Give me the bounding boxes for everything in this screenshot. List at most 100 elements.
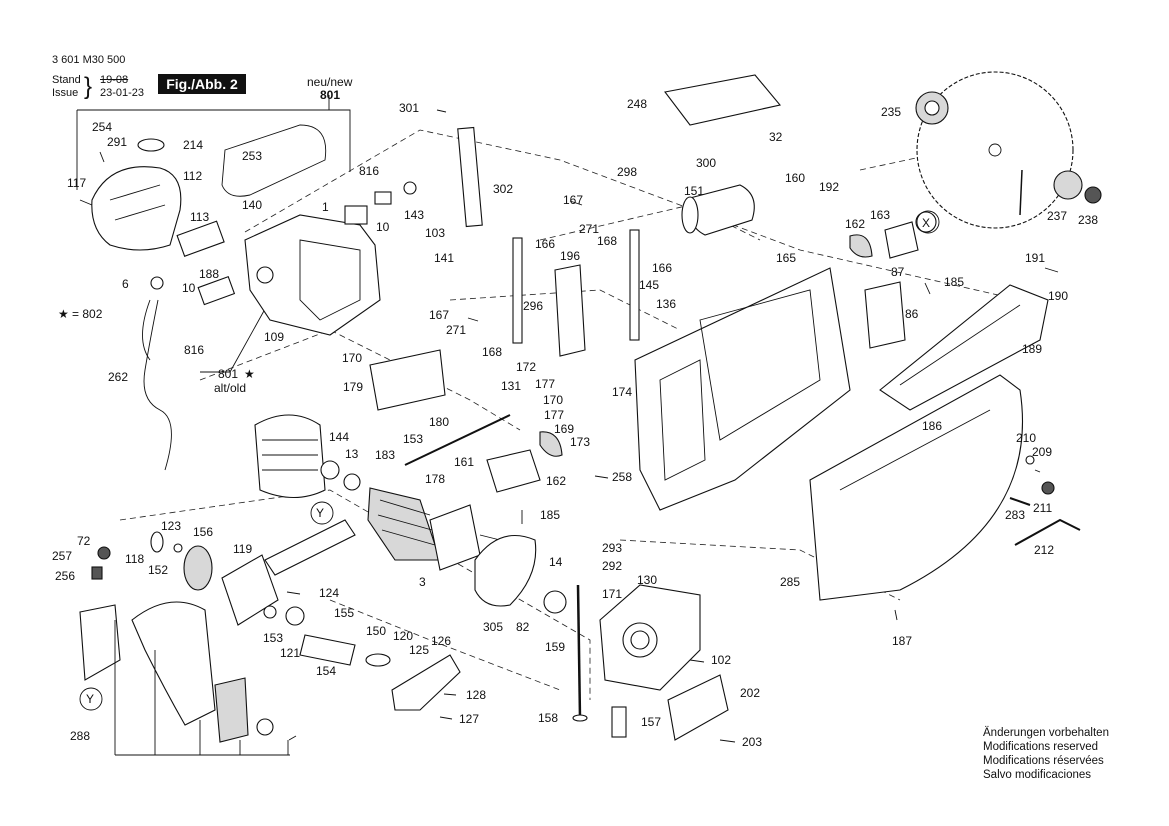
part-label: 112 [183, 169, 202, 183]
part-label: 196 [560, 249, 580, 263]
part-label: 6 [122, 277, 129, 291]
part-label: 183 [375, 448, 395, 462]
part-label: 212 [1034, 543, 1054, 557]
part-label: 169 [554, 422, 574, 436]
part-label: 125 [409, 643, 429, 657]
part-label: 3 [419, 575, 426, 589]
part-label: 117 [67, 176, 86, 190]
part-label: 82 [516, 620, 530, 634]
part-label: 174 [612, 385, 632, 399]
part-label: 285 [780, 575, 800, 589]
part-label: 72 [77, 534, 91, 548]
note-line-fr: Modifications réservées [983, 755, 1104, 767]
lever-arm [457, 126, 483, 228]
part-label: 131 [501, 379, 521, 393]
marker-y-bottom [79, 687, 103, 711]
part-label: 103 [425, 226, 445, 240]
part-label: 123 [161, 519, 181, 533]
main-housing [634, 267, 851, 511]
part-label: 300 [696, 156, 716, 170]
part-label: 298 [617, 165, 637, 179]
part-label: 159 [545, 640, 565, 654]
clamp [539, 431, 563, 457]
part-label: X [922, 216, 930, 230]
rod [404, 414, 511, 466]
part-label: 136 [656, 297, 676, 311]
saw-blade [916, 71, 1074, 229]
power-cable [143, 299, 172, 471]
part-label: 170 [543, 393, 563, 407]
part-label: 160 [785, 171, 805, 185]
star-legend-text: = 802 [72, 307, 103, 321]
part-label: 1 [322, 200, 329, 214]
issue-label: Issue [52, 87, 79, 99]
note-line-en: Modifications reserved [983, 741, 1099, 753]
motor-housing [244, 214, 381, 336]
part-label: 190 [1048, 289, 1068, 303]
part-label: 302 [493, 182, 513, 196]
part-label: 13 [345, 447, 359, 461]
old-label: alt/old [214, 381, 246, 395]
part-label: 170 [342, 351, 362, 365]
part-label: 291 [107, 135, 127, 149]
riving-knife-guard [664, 74, 782, 126]
part-label: Y [316, 506, 324, 520]
part-label: 257 [52, 549, 72, 563]
part-label: 128 [466, 688, 486, 702]
guide-rail-right [629, 229, 640, 341]
part-label: 185 [944, 275, 964, 289]
side-housing [221, 554, 279, 626]
part-label: 192 [819, 180, 839, 194]
lower-guard [131, 601, 216, 726]
part-label: 127 [459, 712, 479, 726]
issue-date: 23-01-23 [100, 87, 145, 99]
part-label: 161 [454, 455, 474, 469]
brace-glyph: } [84, 73, 93, 100]
base-plate [667, 674, 729, 741]
part-label: 140 [242, 198, 262, 212]
part-label: 271 [579, 222, 599, 236]
part-label: 152 [148, 563, 168, 577]
spindle [299, 634, 356, 666]
part-label: 130 [637, 573, 657, 587]
document-number: 3 601 M30 500 [52, 54, 126, 66]
part-label: 188 [199, 267, 219, 281]
part-label: 187 [892, 634, 912, 648]
part-label: 254 [92, 120, 112, 134]
motor-cover [91, 166, 182, 251]
part-label: 258 [612, 470, 632, 484]
flange-inner [1053, 170, 1083, 200]
part-label: 168 [482, 345, 502, 359]
part-label: 816 [184, 343, 204, 357]
part-label: 167 [429, 308, 449, 322]
marker-y-top [310, 501, 334, 525]
part-label: 109 [264, 330, 284, 344]
part-label: 120 [393, 629, 413, 643]
part-label: 166 [535, 237, 555, 251]
dust-chute [879, 284, 1049, 411]
block-163 [884, 221, 919, 259]
shaft-lock [391, 654, 461, 711]
part-label: 172 [516, 360, 536, 374]
bracket-801-new: neu/new 801 [76, 75, 353, 190]
star-icon: ★ [58, 307, 69, 321]
part-label: 191 [1025, 251, 1045, 265]
part-label: 202 [740, 686, 760, 700]
part-label: 121 [280, 646, 300, 660]
new-number: 801 [320, 88, 340, 102]
part-label: 171 [602, 587, 622, 601]
part-label: 113 [190, 210, 209, 224]
stop-block [486, 449, 541, 493]
old-number: 801 [218, 367, 238, 381]
screws [79, 109, 1081, 743]
blade-nut [1084, 186, 1102, 204]
stator [254, 414, 326, 498]
part-label: 126 [431, 634, 451, 648]
part-label: 102 [711, 653, 731, 667]
part-label: 816 [359, 164, 379, 178]
part-label: 237 [1047, 209, 1067, 223]
new-label: neu/new [307, 75, 353, 89]
stand-date: 19-08 [100, 74, 129, 86]
part-label: 87 [891, 265, 905, 279]
